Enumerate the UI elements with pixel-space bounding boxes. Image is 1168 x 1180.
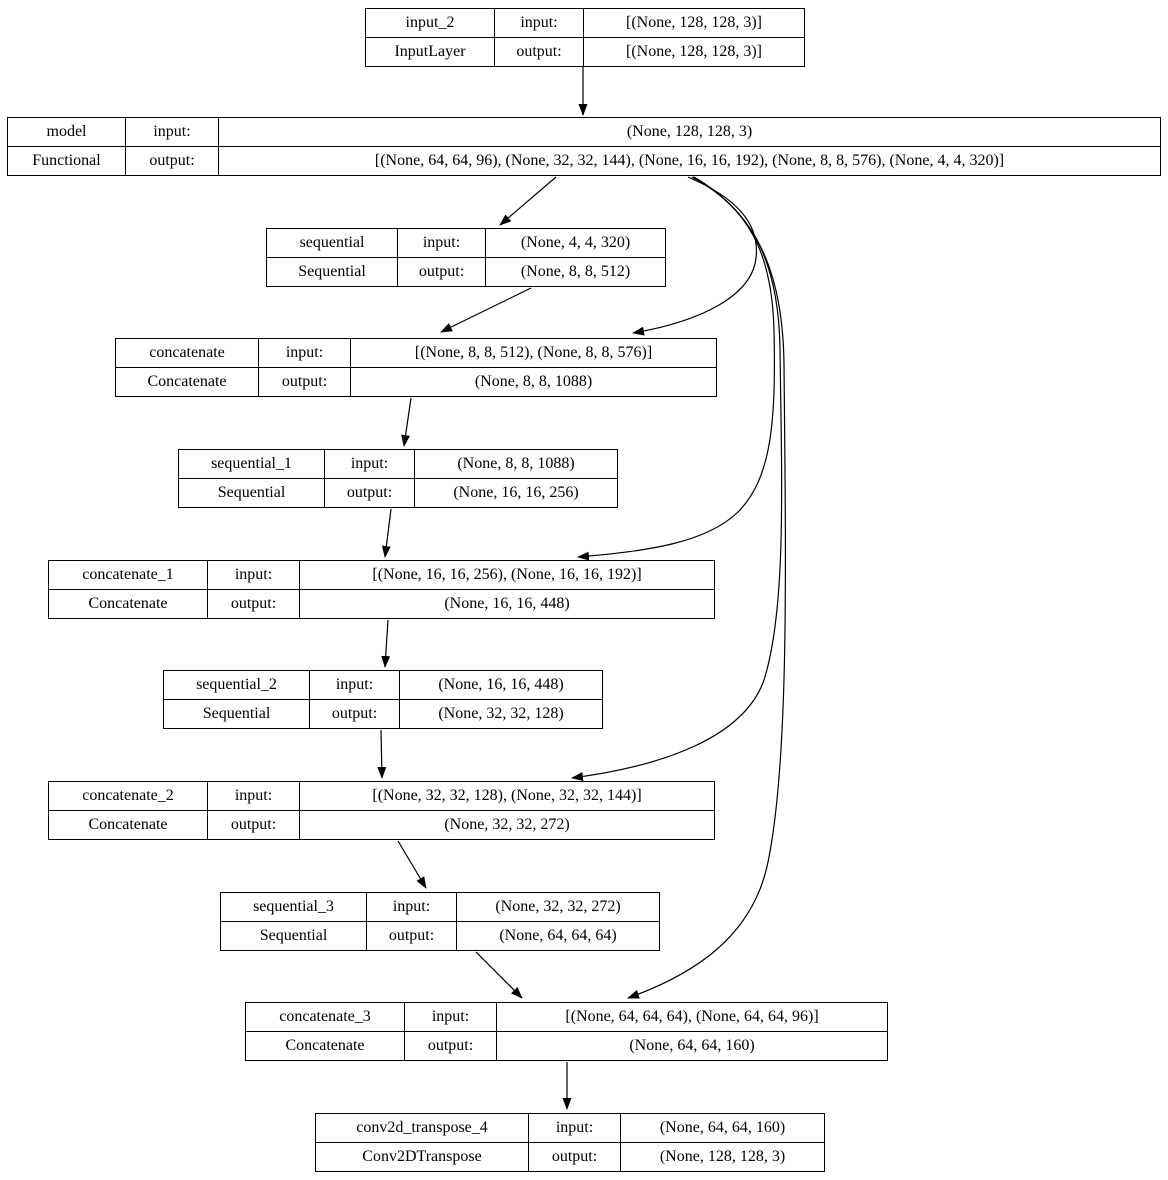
output-shape: (None, 8, 8, 1088) bbox=[474, 372, 593, 390]
input-shape: (None, 64, 64, 160) bbox=[621, 1114, 824, 1143]
layer-node-sequential: sequential input: (None, 4, 4, 320) Sequ… bbox=[266, 228, 666, 287]
layer-type: Concatenate bbox=[246, 1031, 405, 1060]
edge-model-to-sequential bbox=[499, 176, 557, 226]
output-label: output: bbox=[208, 810, 300, 839]
edge-concatenate_2-to-sequential_3 bbox=[397, 840, 427, 889]
output-shape: (None, 128, 128, 3) bbox=[659, 1147, 786, 1165]
input-shape: [(None, 64, 64, 64), (None, 64, 64, 96)] bbox=[497, 1003, 887, 1032]
layer-node-concatenate_2: concatenate_2 input: [(None, 32, 32, 128… bbox=[48, 781, 715, 840]
layer-type: InputLayer bbox=[366, 37, 495, 66]
layer-name: concatenate bbox=[116, 339, 259, 368]
edge-sequential_1-to-concatenate_1 bbox=[381, 508, 392, 558]
input-label: input: bbox=[405, 1003, 497, 1032]
output-label: output: bbox=[405, 1031, 497, 1060]
layer-type: Conv2DTranspose bbox=[316, 1142, 529, 1171]
layer-name: sequential_3 bbox=[221, 893, 367, 922]
input-shape: [(None, 32, 32, 128), (None, 32, 32, 144… bbox=[300, 782, 714, 811]
layer-node-conv2d_transpose_4: conv2d_transpose_4 input: (None, 64, 64,… bbox=[315, 1113, 825, 1172]
layer-name: sequential_1 bbox=[179, 450, 325, 479]
input-label: input: bbox=[325, 450, 415, 479]
layer-name: model bbox=[8, 118, 126, 147]
output-shape: (None, 64, 64, 64) bbox=[499, 926, 617, 944]
layer-type: Sequential bbox=[164, 699, 310, 728]
layer-type: Sequential bbox=[267, 257, 398, 286]
input-shape: (None, 8, 8, 1088) bbox=[415, 450, 617, 479]
input-label: input: bbox=[259, 339, 351, 368]
output-shape: (None, 32, 32, 128) bbox=[438, 704, 564, 722]
output-shape: [(None, 64, 64, 96), (None, 32, 32, 144)… bbox=[374, 151, 1005, 169]
output-label: output: bbox=[367, 921, 457, 950]
layer-node-concatenate_3: concatenate_3 input: [(None, 64, 64, 64)… bbox=[245, 1002, 888, 1061]
layer-name: sequential bbox=[267, 229, 398, 258]
layer-name: concatenate_3 bbox=[246, 1003, 405, 1032]
input-label: input: bbox=[398, 229, 486, 258]
edge-model-to-concatenate_3 bbox=[627, 176, 786, 999]
input-shape: [(None, 16, 16, 256), (None, 16, 16, 192… bbox=[300, 561, 714, 590]
layer-type: Sequential bbox=[221, 921, 367, 950]
input-shape: (None, 32, 32, 272) bbox=[457, 893, 659, 922]
layer-type: Concatenate bbox=[116, 367, 259, 396]
edge-model-to-concatenate_2 bbox=[571, 176, 783, 782]
output-shape: (None, 32, 32, 272) bbox=[444, 815, 570, 833]
output-label: output: bbox=[325, 478, 415, 507]
input-label: input: bbox=[126, 118, 219, 147]
input-shape: [(None, 8, 8, 512), (None, 8, 8, 576)] bbox=[351, 339, 716, 368]
input-label: input: bbox=[208, 782, 300, 811]
edge-concatenate_1-to-sequential_2 bbox=[381, 619, 391, 668]
input-label: input: bbox=[310, 671, 400, 700]
input-label: input: bbox=[529, 1114, 621, 1143]
layer-name: concatenate_1 bbox=[49, 561, 208, 590]
input-shape: [(None, 128, 128, 3)] bbox=[584, 9, 804, 38]
input-label: input: bbox=[367, 893, 457, 922]
layer-node-concatenate_1: concatenate_1 input: [(None, 16, 16, 256… bbox=[48, 560, 715, 619]
output-label: output: bbox=[208, 589, 300, 618]
edge-model-to-concatenate bbox=[632, 176, 758, 336]
layer-node-sequential_1: sequential_1 input: (None, 8, 8, 1088) S… bbox=[178, 449, 618, 508]
layer-node-input_2: input_2 input: [(None, 128, 128, 3)] Inp… bbox=[365, 8, 805, 67]
output-label: output: bbox=[259, 367, 351, 396]
output-shape: (None, 16, 16, 256) bbox=[453, 483, 579, 501]
layer-type: Functional bbox=[8, 146, 126, 175]
input-label: input: bbox=[208, 561, 300, 590]
edge-sequential_2-to-concatenate_2 bbox=[377, 729, 387, 779]
layer-name: conv2d_transpose_4 bbox=[316, 1114, 529, 1143]
layer-node-sequential_3: sequential_3 input: (None, 32, 32, 272) … bbox=[220, 892, 660, 951]
input-label: input: bbox=[495, 9, 584, 38]
input-shape: (None, 128, 128, 3) bbox=[219, 118, 1160, 147]
layer-type: Concatenate bbox=[49, 810, 208, 839]
output-shape: [(None, 128, 128, 3)] bbox=[626, 42, 762, 60]
output-label: output: bbox=[310, 699, 400, 728]
layer-name: input_2 bbox=[366, 9, 495, 38]
layer-node-concatenate: concatenate input: [(None, 8, 8, 512), (… bbox=[115, 338, 717, 397]
layer-name: sequential_2 bbox=[164, 671, 310, 700]
output-label: output: bbox=[126, 146, 219, 175]
input-shape: (None, 4, 4, 320) bbox=[486, 229, 665, 258]
layer-name: concatenate_2 bbox=[49, 782, 208, 811]
edge-concatenate-to-sequential_1 bbox=[401, 397, 412, 447]
layer-type: Concatenate bbox=[49, 589, 208, 618]
layer-type: Sequential bbox=[179, 478, 325, 507]
layer-node-sequential_2: sequential_2 input: (None, 16, 16, 448) … bbox=[163, 670, 603, 729]
output-shape: (None, 16, 16, 448) bbox=[444, 594, 570, 612]
output-label: output: bbox=[398, 257, 486, 286]
output-shape: (None, 64, 64, 160) bbox=[629, 1036, 755, 1054]
output-label: output: bbox=[495, 37, 584, 66]
edge-sequential-to-concatenate bbox=[440, 287, 532, 333]
edge-sequential_3-to-concatenate_3 bbox=[475, 951, 523, 999]
edge-model-to-concatenate_1 bbox=[577, 176, 776, 561]
input-shape: (None, 16, 16, 448) bbox=[400, 671, 602, 700]
output-label: output: bbox=[529, 1142, 621, 1171]
layer-node-model: model input: (None, 128, 128, 3) Functio… bbox=[7, 117, 1161, 176]
output-shape: (None, 8, 8, 512) bbox=[520, 262, 631, 280]
